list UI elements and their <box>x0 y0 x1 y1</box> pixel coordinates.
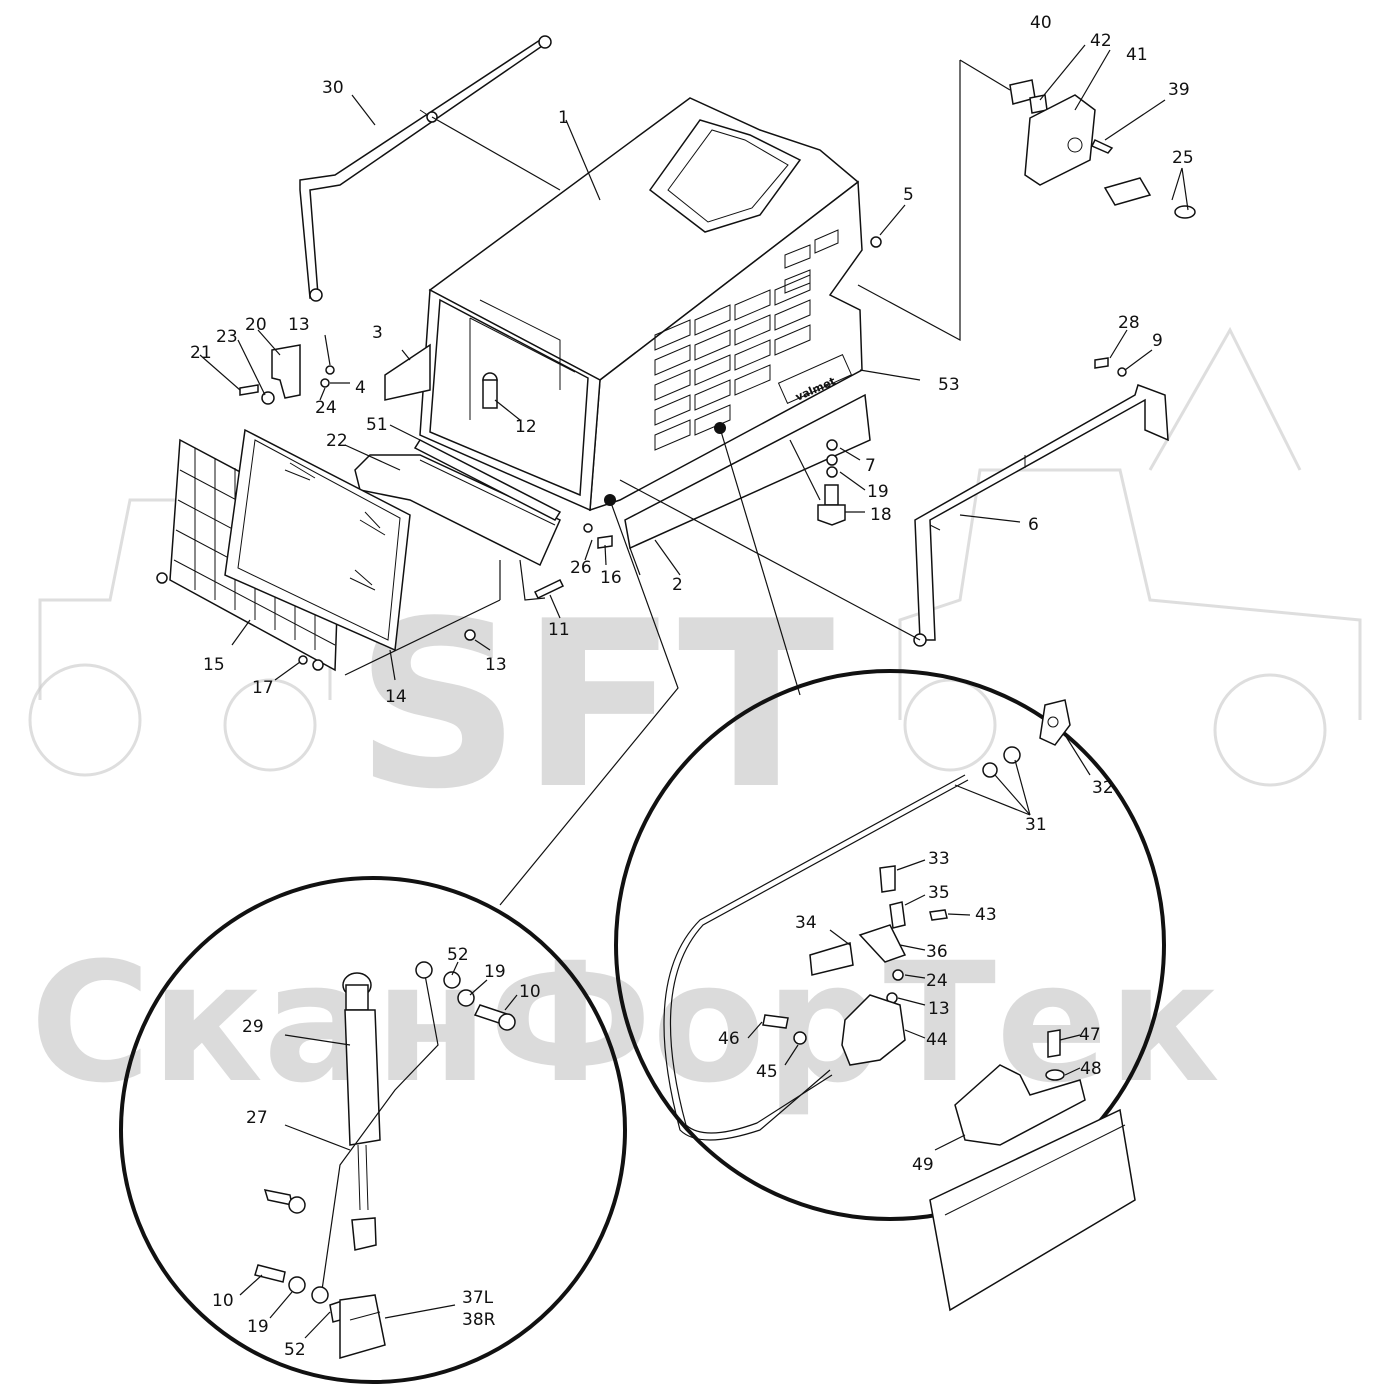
label-7: 7 <box>865 456 876 476</box>
part-labels: 30 1 40 42 41 39 25 5 28 9 53 7 19 18 6 … <box>190 13 1194 1360</box>
label-28: 28 <box>1118 313 1140 333</box>
label-49: 49 <box>912 1155 934 1175</box>
engine-housing-part: valmet <box>419 97 863 512</box>
label-4: 4 <box>355 378 366 398</box>
label-10a: 10 <box>519 982 541 1002</box>
label-52b: 52 <box>284 1340 306 1360</box>
label-32: 32 <box>1092 778 1114 798</box>
watermark-logo-text: SFT <box>355 573 835 840</box>
label-42: 42 <box>1090 31 1112 51</box>
label-9: 9 <box>1152 331 1163 351</box>
front-seal-part <box>384 343 431 401</box>
label-13b: 13 <box>485 655 507 675</box>
label-48: 48 <box>1080 1059 1102 1079</box>
leader-lines-main <box>199 44 1189 681</box>
label-51: 51 <box>366 415 388 435</box>
label-5: 5 <box>903 185 914 205</box>
detail-circle-cable-latch <box>614 427 1166 1312</box>
label-37L: 37L <box>462 1288 494 1308</box>
label-12: 12 <box>515 417 537 437</box>
label-19a: 19 <box>867 482 889 502</box>
cross-beam-part <box>354 439 562 567</box>
label-36: 36 <box>926 942 948 962</box>
side-cover-plate-part <box>624 393 871 550</box>
label-21: 21 <box>190 343 212 363</box>
label-15: 15 <box>203 655 225 675</box>
label-19b: 19 <box>484 962 506 982</box>
label-46: 46 <box>718 1029 740 1049</box>
label-20: 20 <box>245 315 267 335</box>
label-11: 11 <box>548 620 570 640</box>
label-6: 6 <box>1028 515 1039 535</box>
label-19c: 19 <box>247 1317 269 1337</box>
label-31: 31 <box>1025 815 1047 835</box>
label-23: 23 <box>216 327 238 347</box>
label-38R: 38R <box>462 1310 496 1330</box>
label-44: 44 <box>926 1030 948 1050</box>
label-40: 40 <box>1030 13 1052 33</box>
latch-plate-parts <box>1009 79 1196 219</box>
small-fasteners <box>239 236 1127 665</box>
label-24b: 24 <box>926 971 948 991</box>
label-3: 3 <box>372 323 383 343</box>
label-30: 30 <box>322 78 344 98</box>
label-35: 35 <box>928 883 950 903</box>
label-39: 39 <box>1168 80 1190 100</box>
label-17: 17 <box>252 678 274 698</box>
label-43: 43 <box>975 905 997 925</box>
housing-louvres <box>654 229 839 451</box>
label-22: 22 <box>326 431 348 451</box>
label-2: 2 <box>672 575 683 595</box>
label-26: 26 <box>570 558 592 578</box>
label-47: 47 <box>1079 1025 1101 1045</box>
label-18: 18 <box>870 505 892 525</box>
label-52a: 52 <box>447 945 469 965</box>
watermark-tractor-right <box>898 326 1362 787</box>
label-27: 27 <box>246 1108 268 1128</box>
detail-circle-gas-strut <box>119 499 679 1384</box>
label-41: 41 <box>1126 45 1148 65</box>
label-13c: 13 <box>928 999 950 1019</box>
watermark-brand-text: СканФорТек <box>30 927 1220 1119</box>
label-33: 33 <box>928 849 950 869</box>
label-53: 53 <box>938 375 960 395</box>
label-14: 14 <box>385 687 407 707</box>
label-16: 16 <box>600 568 622 588</box>
label-29: 29 <box>242 1017 264 1037</box>
label-13a: 13 <box>288 315 310 335</box>
label-45: 45 <box>756 1062 778 1082</box>
label-25: 25 <box>1172 148 1194 168</box>
watermark: SFT СканФорТек <box>28 326 1362 1119</box>
label-10b: 10 <box>212 1291 234 1311</box>
label-24a: 24 <box>315 398 337 418</box>
screen-panel-part <box>224 428 411 652</box>
label-1: 1 <box>558 108 569 128</box>
label-34: 34 <box>795 913 817 933</box>
